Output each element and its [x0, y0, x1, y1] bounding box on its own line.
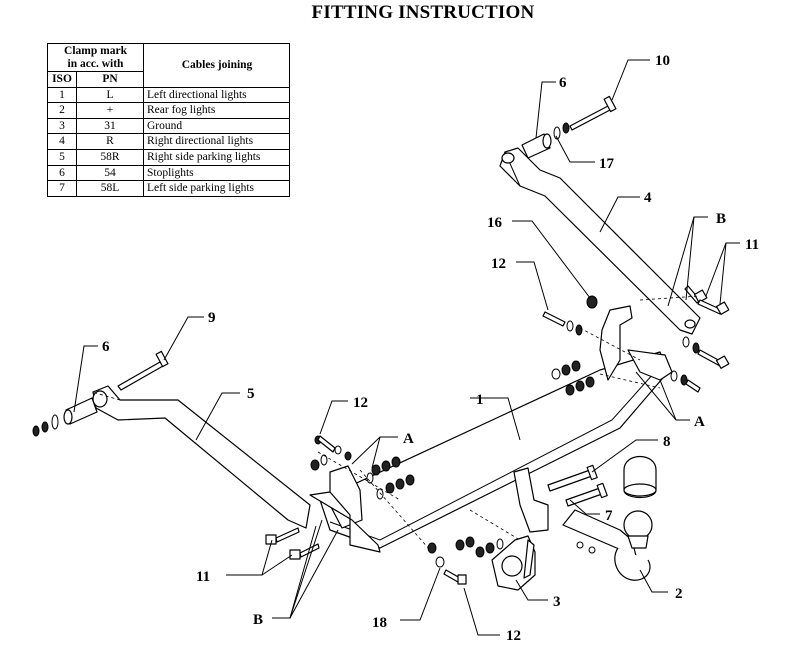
- callout-a-left: A: [403, 431, 414, 447]
- ball-neck: [562, 509, 653, 581]
- callout-3: 3: [553, 594, 561, 610]
- callout-18: 18: [372, 615, 387, 631]
- pn-cell: 58R: [76, 148, 144, 166]
- page-title: FITTING INSTRUCTION: [311, 2, 535, 23]
- fasteners: [265, 285, 730, 585]
- callout-10: 10: [655, 53, 670, 69]
- table-row: 2 + Rear fog lights: [47, 102, 290, 119]
- callout-2: 2: [675, 586, 683, 602]
- callout-4: 4: [644, 190, 652, 206]
- callout-a-right: A: [694, 414, 705, 430]
- leader-lines: [73, 59, 740, 636]
- table-header-row: Clamp mark in acc. with Cables joining: [47, 43, 290, 88]
- table-row: 4 R Right directional lights: [47, 133, 290, 150]
- main-cross-beam: [309, 305, 673, 553]
- callout-1: 1: [476, 392, 484, 408]
- clamp-mark-header: Clamp mark in acc. with: [47, 43, 144, 72]
- callout-6-left: 6: [102, 339, 110, 355]
- callout-labels: 10 6 17 4 16 B 11 12 9 6 5 12 A 1 A 8 7 …: [102, 53, 759, 644]
- callout-12-top: 12: [491, 256, 506, 272]
- right-side-arm: [499, 95, 701, 335]
- cable-joining-table: Clamp mark in acc. with Cables joining I…: [47, 43, 290, 197]
- callout-11-left: 11: [196, 569, 210, 585]
- callout-9: 9: [208, 310, 216, 326]
- callout-16: 16: [487, 215, 503, 231]
- ball-cap: [623, 456, 657, 499]
- left-side-arm: [32, 350, 311, 529]
- table-row: 3 31 Ground: [47, 117, 290, 135]
- table-row: 7 58L Left side parking lights: [47, 180, 290, 197]
- table-row: 5 58R Right side parking lights: [47, 148, 290, 166]
- clamp-mark-header-line1: Clamp mark: [64, 45, 127, 57]
- callout-12-bottom: 12: [506, 628, 521, 644]
- callout-b-bottom: B: [253, 612, 263, 628]
- cables-joining-header: Cables joining: [143, 43, 290, 88]
- callout-7: 7: [605, 508, 613, 524]
- clamp-mark-header-line2: in acc. with: [67, 58, 124, 70]
- callout-5: 5: [247, 386, 255, 402]
- callout-6-top: 6: [559, 75, 567, 91]
- callout-11-right: 11: [745, 237, 759, 253]
- table-subheader-row: ISO PN: [47, 71, 290, 88]
- bolts-7-8: [547, 464, 608, 507]
- cable-cell: Right side parking lights: [143, 148, 290, 166]
- callout-8: 8: [663, 434, 671, 450]
- pn-header: PN: [76, 71, 144, 88]
- callout-12-mid: 12: [353, 395, 368, 411]
- callout-17: 17: [599, 156, 615, 172]
- socket-plate: [491, 535, 536, 591]
- callout-b-top: B: [716, 211, 726, 227]
- cable-cell: Left side parking lights: [143, 180, 290, 197]
